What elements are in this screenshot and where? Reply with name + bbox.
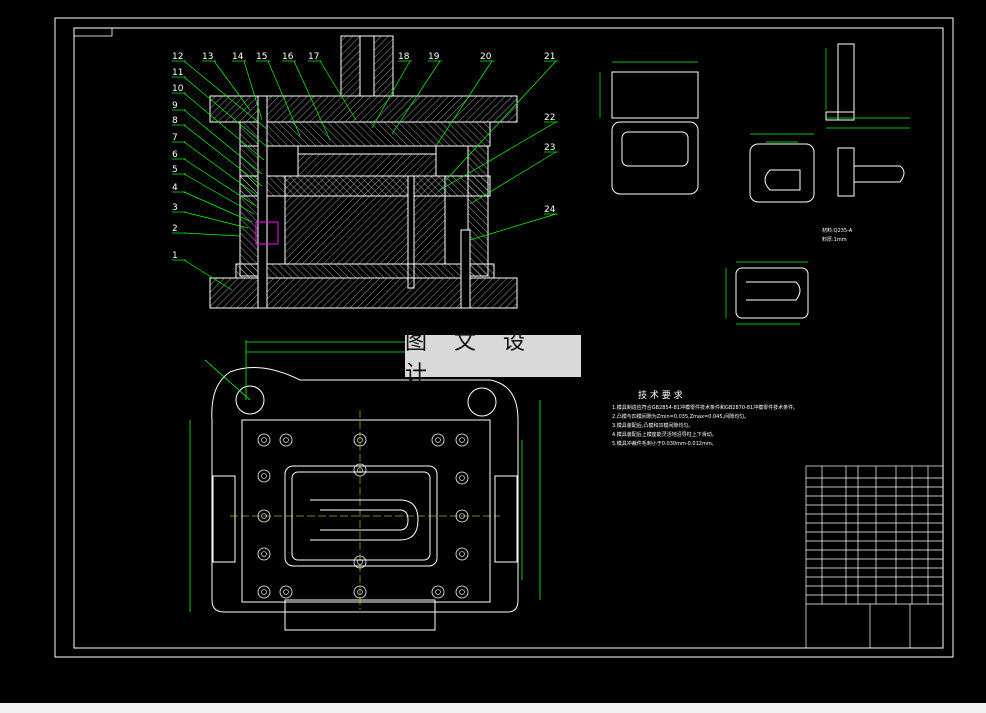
part-number-label: 11 [172, 68, 183, 78]
bolt-hole-inner [261, 473, 267, 479]
part-dimensions [599, 48, 910, 325]
bolt-hole [431, 585, 445, 599]
leader-line [183, 109, 263, 175]
bolt-hole-inner [261, 551, 267, 557]
part-material: 材料:Q235-A [822, 227, 853, 234]
tech-req-4: 4.模具装配后上模座能灵活地沿导柱上下滑动。 [612, 431, 717, 438]
part-number-label: 15 [256, 52, 267, 62]
corner-mark [73, 27, 113, 37]
leader-line [445, 60, 557, 181]
title-block [805, 465, 944, 649]
bolt-hole-inner [283, 589, 289, 595]
leader-line [267, 60, 301, 137]
part-number-label: 7 [172, 133, 178, 143]
part-number-label: 1 [172, 251, 178, 261]
leader-line [213, 60, 251, 111]
part-number-label: 13 [202, 52, 213, 62]
part-number-label: 9 [172, 101, 178, 111]
bolt-hole [257, 547, 271, 561]
part-number-label: 20 [480, 52, 492, 62]
leader-line [183, 76, 267, 147]
part-number-label: 24 [544, 205, 556, 215]
inner-border [73, 27, 944, 649]
bolt-hole [431, 433, 445, 447]
watermark: 图 文 设 计 [405, 330, 581, 387]
part-number-label: 8 [172, 116, 178, 126]
bolt-hole-inner [261, 589, 267, 595]
plan-centerlines [230, 410, 500, 610]
part-number-label: 17 [308, 52, 319, 62]
part-number-label: 2 [172, 224, 178, 234]
leader-line [183, 259, 233, 291]
leader-line [319, 60, 357, 121]
bolt-hole-inner [261, 437, 267, 443]
tech-title: 技 术 要 求 [638, 389, 683, 401]
bolt-hole-inner [459, 437, 465, 443]
leader-line [183, 191, 253, 223]
leader-line [469, 151, 557, 205]
part-number-label: 4 [172, 183, 178, 193]
part-number-label: 10 [172, 84, 184, 94]
part-number-label: 22 [544, 113, 555, 123]
leader-line [183, 232, 241, 237]
leader-line [435, 60, 493, 147]
leader-line [293, 60, 331, 141]
leader-line [183, 92, 265, 161]
bolt-hole [279, 433, 293, 447]
part-thickness: 料厚:1mm [822, 236, 847, 243]
part-number-label: 12 [172, 52, 183, 62]
part-number-label: 14 [232, 52, 244, 62]
leader-line [371, 60, 411, 129]
leader-line [391, 60, 441, 135]
bolt-hole-inner [459, 551, 465, 557]
part-number-label: 5 [172, 165, 178, 175]
leader-line [243, 60, 263, 121]
part-number-label: 23 [544, 143, 555, 153]
leader-line [183, 158, 257, 207]
bolt-hole-inner [459, 589, 465, 595]
part-number-label: 18 [398, 52, 410, 62]
tech-req-3: 3.模具装配后,凸模和凹模间隙均匀。 [612, 422, 693, 429]
bolt-hole [257, 469, 271, 483]
leader-line [469, 213, 557, 241]
bolt-hole-inner [459, 475, 465, 481]
leader-line [183, 60, 269, 131]
leader-line [439, 121, 557, 191]
part-number-label: 16 [282, 52, 294, 62]
part-number-label: 6 [172, 150, 178, 160]
bolt-hole [455, 547, 469, 561]
bolt-hole [455, 433, 469, 447]
tech-req-1: 1.模具制造应符合GB2854-81冲模零件技术条件和GB2870-81冲模零件… [612, 404, 798, 411]
bolt-hole [257, 585, 271, 599]
bolt-hole-inner [435, 589, 441, 595]
leader-line [183, 141, 259, 197]
plan-view [211, 367, 519, 631]
bolt-hole [257, 433, 271, 447]
bolt-hole-inner [283, 437, 289, 443]
tech-req-2: 2.凸模与凹模间隙为Zmin=0.035,Zmax=0.045,间隙均匀。 [612, 413, 749, 420]
bottom-strip [0, 703, 986, 713]
outer-border [54, 17, 954, 658]
bolt-hole [455, 471, 469, 485]
part-number-label: 19 [428, 52, 440, 62]
tech-req-5: 5.模具冲裁件毛刺小于0.030mm-0.012mm。 [612, 440, 717, 447]
plan-dimensions [189, 340, 541, 612]
bolt-hole-inner [435, 437, 441, 443]
bolt-hole [279, 585, 293, 599]
part-number-label: 21 [544, 52, 555, 62]
bolt-hole [455, 585, 469, 599]
part-number-label: 3 [172, 203, 178, 213]
leader-line [183, 124, 263, 187]
leader-line [183, 211, 249, 229]
part-views [611, 43, 905, 319]
leader-line [183, 173, 255, 215]
